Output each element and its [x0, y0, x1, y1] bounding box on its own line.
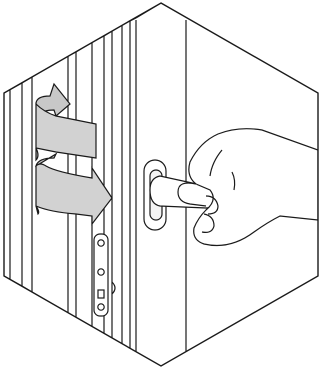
- curved-arrow-bottom: [36, 154, 112, 224]
- panel-top-edge: [136, 3, 186, 18]
- curved-arrow-top: [36, 84, 96, 160]
- hinge-screw-2: [98, 269, 104, 275]
- hand-palm: [189, 129, 318, 246]
- arrow-bottom-body: [36, 164, 112, 224]
- hinge-screw-1: [98, 240, 104, 246]
- hinge-screw-3: [98, 304, 104, 310]
- arrow-top-body: [36, 104, 96, 158]
- hinge-slot: [98, 290, 104, 298]
- clipped-scene: [4, 3, 318, 366]
